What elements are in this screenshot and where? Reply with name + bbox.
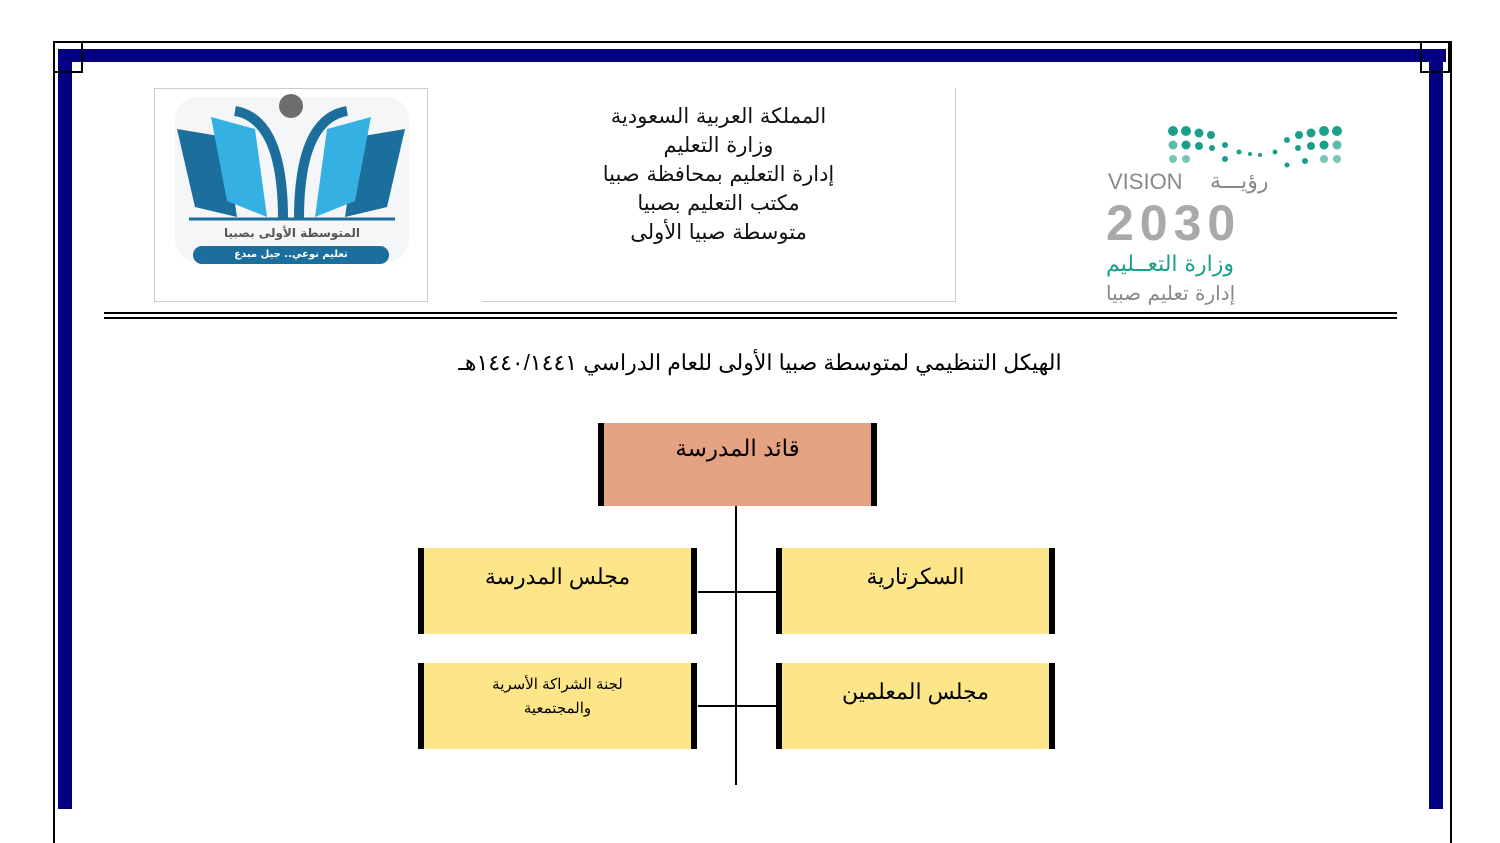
header-line-country: المملكة العربية السعودية xyxy=(610,104,827,128)
org-box-school-council: مجلس المدرسة xyxy=(418,548,697,634)
vision-text: VISION xyxy=(1108,169,1183,194)
header-divider xyxy=(104,312,1397,314)
header-line-school: متوسطة صبيا الأولى xyxy=(630,220,807,244)
org-box-leader: قائد المدرسة xyxy=(598,423,877,506)
page-title: الهيكل التنظيمي لمتوسطة صبيا الأولى للعا… xyxy=(458,350,1062,375)
office-logo-text: إدارة تعليم صبيا xyxy=(1106,281,1236,305)
org-box-secretariat: السكرتارية xyxy=(776,548,1055,634)
connector-row-2 xyxy=(698,705,776,707)
vision-ar-text: رؤيـــة xyxy=(1210,169,1269,194)
header-line-ministry: وزارة التعليم xyxy=(663,133,774,157)
dots-pattern-icon xyxy=(1168,126,1342,168)
header-line-department: إدارة التعليم بمحافظة صبيا xyxy=(602,162,835,186)
connector-vertical xyxy=(735,506,737,785)
connector-row-1 xyxy=(698,591,776,593)
vision-2030-logo: VISION رؤيـــة 2030 وزارة التعــليم إدار… xyxy=(1100,122,1350,308)
school-logo-slogan: تعليم نوعي.. جيل مبدع xyxy=(234,249,348,260)
org-box-family-partnership: لجنة الشراكة الأسرية والمجتمعية xyxy=(418,663,697,749)
header-text: المملكة العربية السعودية وزارة التعليم إ… xyxy=(482,88,956,302)
vision-year: 2030 xyxy=(1106,195,1242,251)
header-divider-second xyxy=(104,317,1397,319)
school-logo-name: المتوسطة الأولى بصبيا xyxy=(224,226,360,240)
ministry-logo-text: وزارة التعــليم xyxy=(1106,252,1235,277)
org-box-teachers-council: مجلس المعلمين xyxy=(776,663,1055,749)
header-line-office: مكتب التعليم بصبيا xyxy=(637,191,800,215)
school-logo: المتوسطة الأولى بصبيا تعليم نوعي.. جيل م… xyxy=(154,88,428,302)
